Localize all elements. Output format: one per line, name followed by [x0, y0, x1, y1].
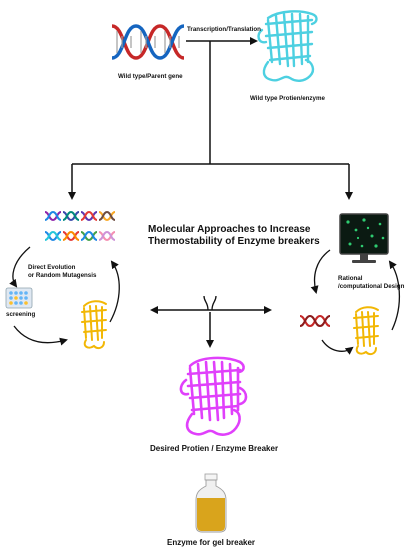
desired-protein-icon [179, 356, 248, 436]
direct-evolution-label-1: Direct Evolution [28, 264, 76, 271]
screening-plate-icon [5, 287, 33, 309]
left-cycle-arrow-3 [109, 260, 120, 323]
right-mutant-protein-icon [353, 306, 379, 356]
right-cycle-arrow-2 [321, 339, 354, 355]
designed-dna-icon [299, 314, 331, 328]
transcription-label: Transcription/Translation [187, 26, 261, 33]
enzyme-bottle-icon [195, 473, 227, 533]
rational-label-2: /computational Design [338, 283, 405, 290]
gel-breaker-label: Enzyme for gel breaker [167, 538, 256, 547]
screening-label: screening [6, 311, 36, 318]
right-cycle-arrow-1 [310, 249, 331, 294]
wild-protein-label: Wild type Protien/enzyme [250, 95, 325, 102]
desired-protein-label: Desired Protien / Enzyme Breaker [150, 444, 279, 453]
left-cycle-arrow-1 [9, 246, 31, 288]
title-line-1: Molecular Approaches to Increase [148, 224, 311, 235]
parent-gene-label: Wild type/Parent gene [118, 73, 183, 80]
left-mutant-protein-icon [81, 300, 107, 350]
title-line-2: Thermostability of Enzyme breakers [148, 236, 320, 247]
wild-type-protein-icon [257, 10, 318, 82]
parent-dna-icon [111, 24, 185, 60]
left-cycle-arrow-2 [13, 325, 68, 346]
center-brace [203, 295, 217, 311]
computer-monitor-icon [339, 213, 389, 263]
rational-label-1: Rational [338, 275, 363, 282]
dna-library-icon [44, 210, 116, 242]
direct-evolution-label-2: or Random Mutagensis [28, 272, 97, 279]
right-cycle-arrow-3 [388, 260, 401, 331]
